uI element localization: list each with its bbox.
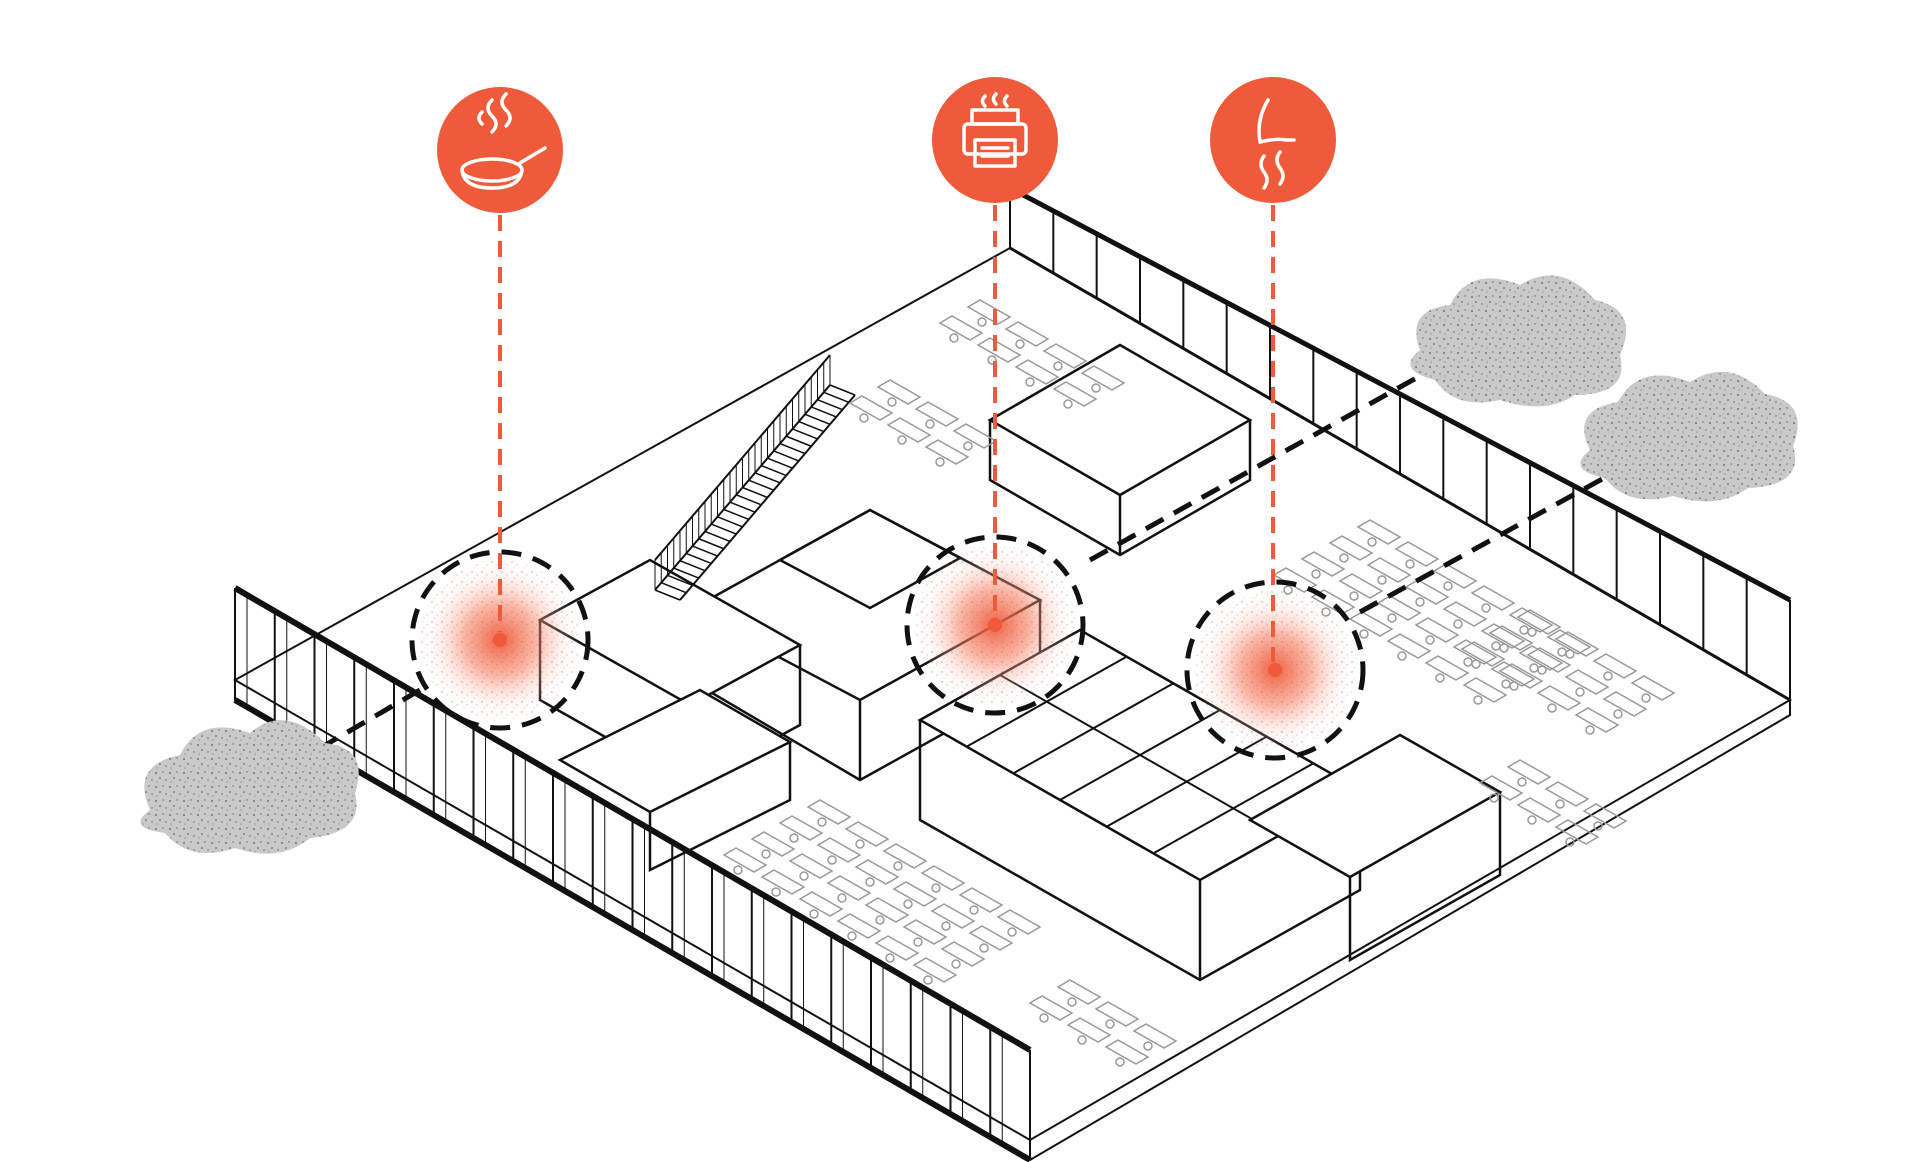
toilet-odor-icon: [1210, 77, 1336, 203]
glass-facade-front-left: [233, 585, 1032, 1162]
source-zone-printer: [904, 534, 1086, 716]
airflow-arrow-right: [1358, 450, 1655, 615]
dust-cloud-icon: [1410, 275, 1627, 407]
glass-facade-right: [1008, 185, 1792, 702]
source-zone-restroom: [1184, 579, 1366, 761]
workstation-desks: [722, 299, 1676, 1067]
frying-pan-steam-icon: [437, 87, 563, 213]
printer-fumes-icon: [932, 77, 1058, 203]
dust-cloud-icon: [1580, 371, 1798, 502]
leader-lines: [498, 205, 1275, 662]
dust-cloud-icon: [140, 720, 359, 854]
staircase: [654, 354, 856, 601]
source-zone-kitchen: [409, 549, 591, 731]
airflow-arrow-upper-right: [1088, 348, 1470, 563]
